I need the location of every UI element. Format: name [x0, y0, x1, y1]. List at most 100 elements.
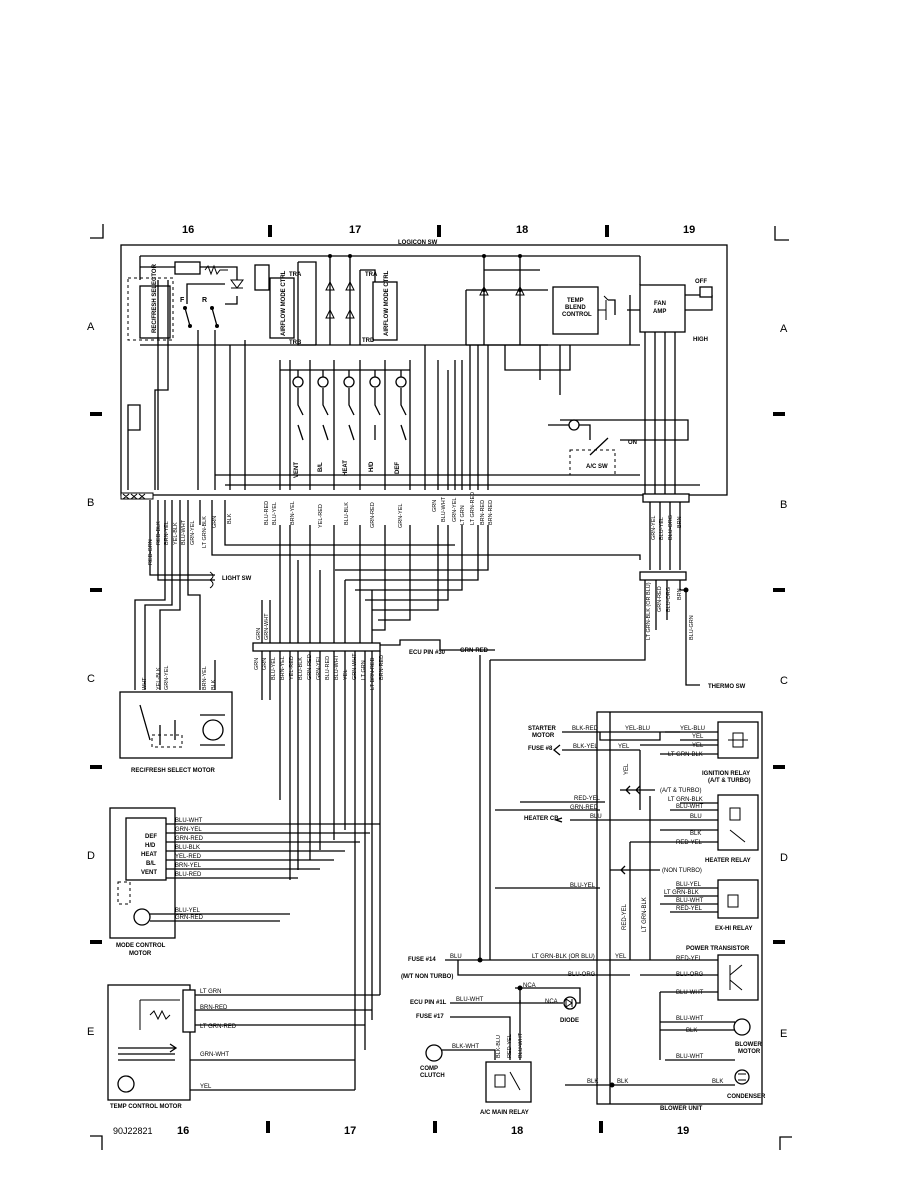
figure-id: 90J22821	[113, 1126, 153, 1136]
row-label-d-right: D	[780, 852, 788, 864]
nca-label-1: NCA	[523, 983, 536, 989]
cc-mid-9: BLU-WHT	[334, 654, 340, 680]
col-label-16-bottom: 16	[177, 1125, 189, 1137]
cc-mid-8: BLU-RED	[325, 656, 331, 680]
yel-vertical: YEL	[624, 763, 630, 775]
ac-main-relay-label: A/C MAIN RELAY	[480, 1110, 529, 1116]
row-label-e-left: E	[87, 1026, 94, 1038]
connector-b-mid: BLU-RED BLU-YEL BRN-YEL YEL-RED BLU-BLK …	[264, 501, 404, 528]
col-label-17-top: 17	[349, 224, 361, 236]
mcm-wire-0: BLU-WHT	[175, 818, 203, 824]
hr-wire-1: BLU-WHT	[676, 804, 704, 810]
mcm-label-2: MOTOR	[129, 951, 152, 957]
col-label-19-bottom: 19	[677, 1125, 689, 1137]
logicon-switch: LOGICON SW REC/FRESH SELECTOR F R AIRFLO…	[120, 240, 728, 500]
ac-sw-label: A/C SW	[586, 464, 608, 470]
mode-label-heat: HEAT	[343, 460, 349, 476]
blu-wht-label-1: BLU-WHT	[456, 997, 484, 1003]
cb-left-1: RED-BLK	[156, 521, 162, 545]
fan-amp-label-1: FAN	[654, 301, 666, 307]
tcm-label: TEMP CONTROL MOTOR	[110, 1104, 182, 1110]
mode-control-motor: DEF H/D HEAT B/L VENT BLU-WHT GRN-YEL GR…	[109, 807, 380, 957]
row-label-b-right: B	[780, 499, 787, 511]
cc-mid-12: LT GRN	[361, 660, 367, 680]
mode-label-def: DEF	[395, 462, 401, 474]
row-label-c-left: C	[87, 673, 95, 685]
heater-relay-label: HEATER RELAY	[705, 858, 751, 864]
mt-non-turbo-label: (M/T NON TURBO)	[401, 974, 453, 980]
yel-blu-label: YEL-BLU	[625, 726, 650, 732]
col-label-18-bottom: 18	[511, 1125, 523, 1137]
connector-c-mid: GRN GRN BLU-YEL BRN-YEL YEL-RED BLU-BLK …	[254, 651, 385, 1090]
col-label-16-top: 16	[182, 224, 194, 236]
cc-mid-13: LT BRN-RED	[370, 657, 376, 690]
hr-wire-0: LT GRN-BLK	[668, 797, 703, 803]
ex-hi-relay-label: EX-HI RELAY	[715, 926, 752, 932]
switch-r-label: R	[202, 297, 207, 304]
ecu-pin-30-label: ECU PIN #30	[409, 650, 446, 656]
comp-clutch-2: CLUTCH	[420, 1073, 445, 1079]
ex-wire-2: BLU-WHT	[676, 898, 704, 904]
connector-b-right: GRN BLU-WHT GRN-YEL LT GRN LT GRN-RED BR…	[432, 492, 494, 525]
cb-mid-5: GRN-RED	[370, 502, 376, 528]
cc-mid-1: GRN	[262, 658, 268, 670]
cb-mid-2: BRN-YEL	[290, 501, 296, 525]
cb-left-3: YEL-BLK	[173, 522, 179, 545]
cb-left-5: GRN-YEL	[190, 521, 196, 545]
mode-leds	[280, 369, 410, 441]
mcm-pos-def: DEF	[145, 834, 157, 840]
tcm-wire-2: LT GRN-RED	[200, 1024, 237, 1030]
switch-f-label: F	[180, 297, 185, 304]
tcm-wire-3: GRN-WHT	[200, 1052, 229, 1058]
ex-wire-0: BLU-YEL	[676, 882, 702, 888]
cb-far-2: BLU-ORG	[668, 515, 674, 540]
row-label-b-left: B	[87, 497, 94, 509]
hr-wire-4: RED-YEL	[676, 840, 703, 846]
ecu-pin-1l-label: ECU PIN #1L	[410, 1000, 447, 1006]
power-transistor-label: POWER TRANSISTOR	[686, 946, 750, 952]
acr-wire-2: BLU-WHT	[518, 1032, 524, 1058]
ir-wire-2: YEL	[692, 743, 704, 749]
mcm-pos-vent: VENT	[141, 870, 157, 876]
cb-mid-1: BLU-YEL	[272, 502, 278, 525]
blu-grn-label: BLU-GRN	[689, 615, 695, 640]
mcm-wire-1: GRN-YEL	[175, 827, 202, 833]
tcm-wire-1: BRN-RED	[200, 1005, 228, 1011]
tra-left-label: TRA	[289, 272, 302, 278]
cb-left-4: BLU-WHT	[181, 519, 187, 545]
ignition-relay-label-1: IGNITION RELAY	[702, 771, 750, 777]
blu-label-2: BLU	[450, 954, 462, 960]
blower-unit-label: BLOWER UNIT	[660, 1106, 703, 1112]
cb-left-0: RED-GRN	[148, 539, 154, 565]
fan-amp-label-2: AMP	[653, 309, 666, 315]
trd-label: TRD	[362, 338, 375, 344]
row-label-a-left: A	[87, 321, 95, 333]
cc-far-3: BRN	[677, 588, 683, 600]
acr-wire-1: RED-YEL	[507, 1034, 513, 1058]
cc-left-grn: GRN	[256, 628, 262, 640]
diode-label: DIODE	[560, 1018, 579, 1024]
cc-mid-7: GRN-YEL	[316, 656, 322, 680]
mcm-wire-6: BLU-RED	[175, 872, 202, 878]
mcm-pos-hd: H/D	[145, 843, 156, 849]
mcm-wire-5: BRN-YEL	[175, 863, 202, 869]
pt-wire-2: BLU-WHT	[676, 990, 704, 996]
yel-label-1: YEL	[618, 744, 630, 750]
starter-motor-1: STARTER	[528, 726, 557, 732]
cb-far-0: GRN-YEL	[651, 516, 657, 540]
cb-right-3: LT GRN	[460, 505, 466, 525]
c-row-wiring: LIGHT SW GRN GRN-WHT ECU PIN #30 GRN-RED	[134, 525, 641, 690]
cc-far-2: BLU-ORG	[666, 587, 672, 612]
corner-marks	[90, 224, 792, 1150]
high-label: HIGH	[693, 337, 708, 343]
mcm-pos-bl: B/L	[146, 861, 156, 867]
temp-blend-label-2: BLEND	[565, 305, 586, 311]
tcm-wire-0: LT GRN	[200, 989, 221, 995]
lt-grn-blk-vertical: LT GRN-BLK	[642, 897, 648, 932]
rfm-wire-3: BRN-YEL	[202, 666, 208, 690]
off-label: OFF	[695, 279, 707, 285]
blower-motor-2: MOTOR	[738, 1049, 761, 1055]
cc-mid-3: BRN-YEL	[280, 656, 286, 680]
cb-right-4: LT GRN-RED	[470, 492, 476, 525]
